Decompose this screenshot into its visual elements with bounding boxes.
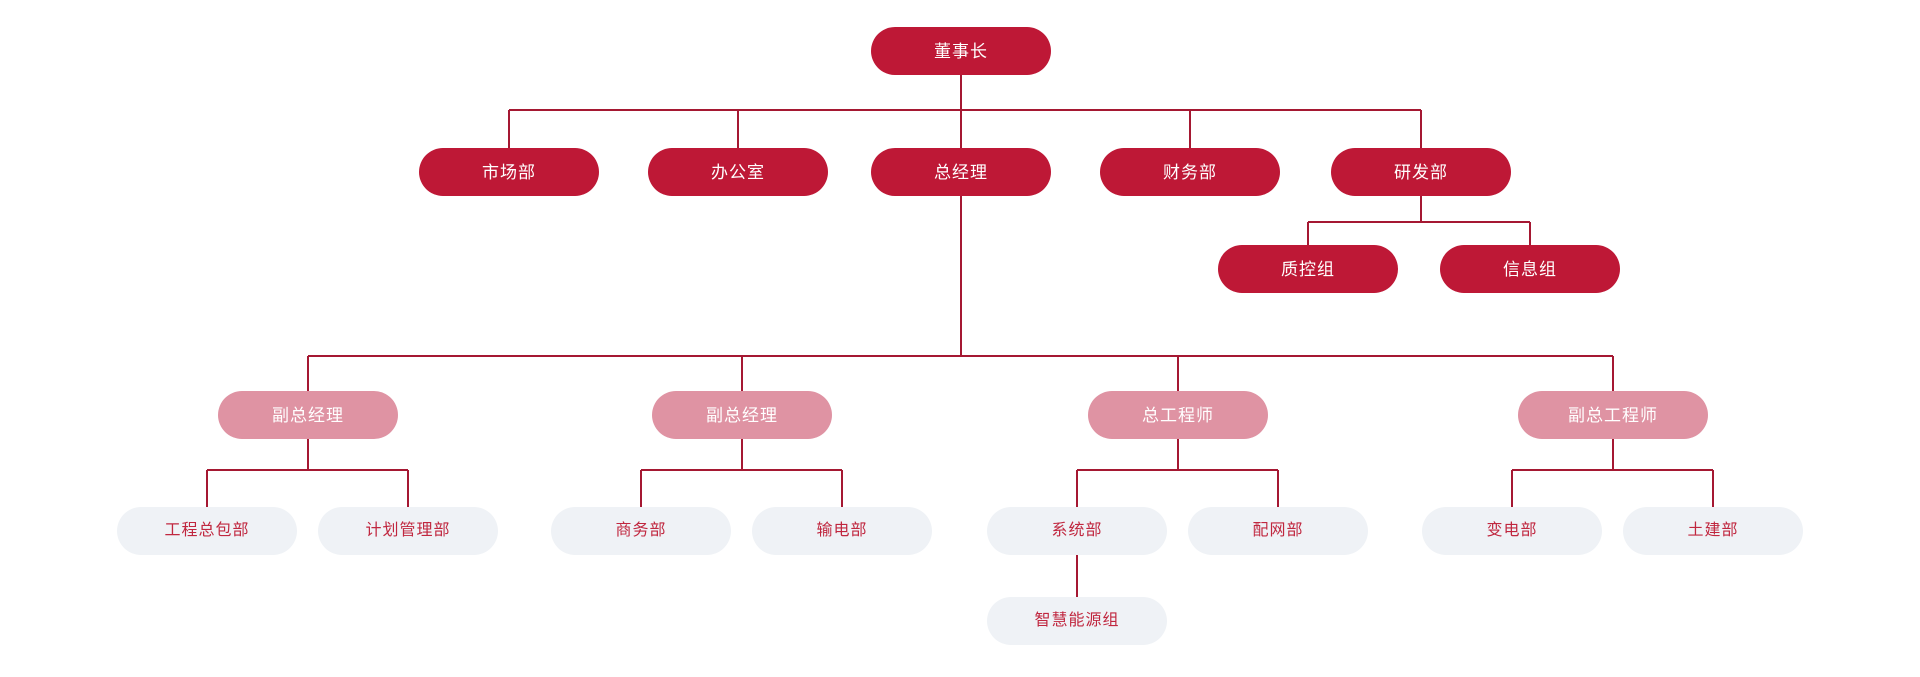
node-system[interactable]: 系统部 (987, 507, 1167, 555)
node-epc[interactable]: 工程总包部 (117, 507, 297, 555)
node-commerce-label: 商务部 (615, 522, 667, 539)
node-general-manager-label: 总经理 (934, 162, 988, 182)
node-deputy-gm-1[interactable]: 副总经理 (218, 391, 398, 439)
node-deputy-gm-2-label: 副总经理 (706, 405, 778, 425)
node-plan-management-label: 计划管理部 (365, 522, 451, 539)
node-chief-engineer[interactable]: 总工程师 (1088, 391, 1268, 439)
node-distribution-network-label: 配网部 (1252, 522, 1304, 539)
node-smart-energy-label: 智慧能源组 (1034, 612, 1120, 629)
node-rnd-label: 研发部 (1394, 162, 1448, 182)
node-information[interactable]: 信息组 (1440, 245, 1620, 293)
node-civil-engineering[interactable]: 土建部 (1623, 507, 1803, 555)
node-transmission[interactable]: 输电部 (752, 507, 932, 555)
node-chief-engineer-label: 总工程师 (1142, 405, 1214, 425)
node-information-label: 信息组 (1503, 259, 1557, 279)
node-epc-label: 工程总包部 (164, 522, 250, 539)
node-civil-engineering-label: 土建部 (1687, 522, 1739, 539)
node-distribution-network[interactable]: 配网部 (1188, 507, 1368, 555)
node-finance-label: 财务部 (1163, 162, 1217, 182)
node-smart-energy[interactable]: 智慧能源组 (987, 597, 1167, 645)
node-commerce[interactable]: 商务部 (551, 507, 731, 555)
node-chairman[interactable]: 董事长 (871, 27, 1051, 75)
node-finance[interactable]: 财务部 (1100, 148, 1280, 196)
node-transmission-label: 输电部 (816, 522, 868, 539)
node-general-manager[interactable]: 总经理 (871, 148, 1051, 196)
node-office[interactable]: 办公室 (648, 148, 828, 196)
node-chairman-label: 董事长 (934, 41, 988, 61)
node-quality-control-label: 质控组 (1281, 259, 1335, 279)
node-deputy-gm-1-label: 副总经理 (272, 405, 344, 425)
node-deputy-chief-engineer[interactable]: 副总工程师 (1518, 391, 1708, 439)
node-plan-management[interactable]: 计划管理部 (318, 507, 498, 555)
node-substation[interactable]: 变电部 (1422, 507, 1602, 555)
node-deputy-gm-2[interactable]: 副总经理 (652, 391, 832, 439)
node-marketing[interactable]: 市场部 (419, 148, 599, 196)
node-marketing-label: 市场部 (482, 162, 536, 182)
node-deputy-chief-engineer-label: 副总工程师 (1568, 405, 1658, 425)
node-office-label: 办公室 (711, 162, 765, 182)
node-rnd[interactable]: 研发部 (1331, 148, 1511, 196)
node-system-label: 系统部 (1051, 522, 1103, 539)
node-substation-label: 变电部 (1486, 522, 1538, 539)
node-quality-control[interactable]: 质控组 (1218, 245, 1398, 293)
